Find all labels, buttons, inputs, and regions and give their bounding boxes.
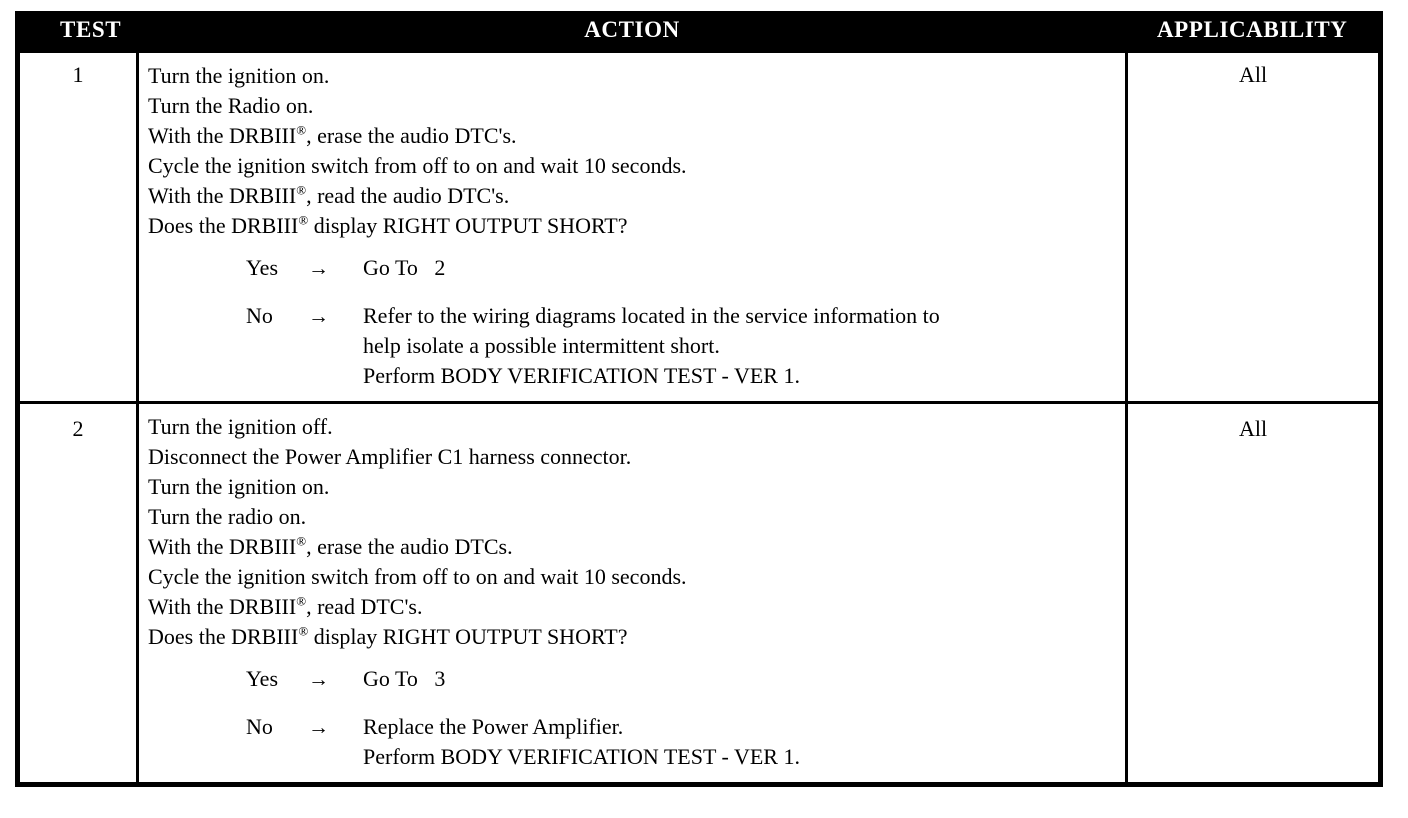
applicability-cell: All — [1126, 50, 1381, 403]
action-step: Does the DRBIII® display RIGHT OUTPUT SH… — [148, 623, 628, 649]
branch-line: Perform BODY VERIFICATION TEST - VER 1. — [363, 363, 800, 388]
column-header-applicability: APPLICABILITY — [1126, 11, 1381, 52]
applicability-cell: All — [1126, 401, 1381, 785]
action-cell: Turn the ignition off. Disconnect the Po… — [137, 401, 1128, 785]
branch-line: Go To 2 — [363, 255, 446, 280]
action-step: With the DRBIII®, read the audio DTC's. — [148, 182, 510, 208]
branch-line: Perform BODY VERIFICATION TEST - VER 1. — [363, 744, 800, 769]
action-step: Turn the ignition off. — [148, 414, 333, 439]
branch-label: Yes — [246, 255, 279, 280]
test-number-cell: 1 — [17, 50, 139, 403]
branch-body: Replace the Power Amplifier. Perform BOD… — [363, 712, 1125, 772]
action-step: Disconnect the Power Amplifier C1 harnes… — [148, 444, 632, 469]
registered-mark-icon: ® — [298, 623, 309, 639]
column-header-test: TEST — [17, 11, 138, 52]
registered-mark-icon: ® — [296, 122, 307, 138]
branch-body: Go To 2 — [363, 253, 1125, 283]
branch-body: Refer to the wiring diagrams located in … — [363, 301, 1125, 391]
registered-mark-icon: ® — [298, 212, 309, 228]
branch-no: No → Replace the Power Amplifier. Perfor… — [148, 712, 1125, 772]
branch-yes: Yes → Go To 2 — [148, 253, 1125, 283]
table-body: 1 Turn the ignition on. Turn the Radio o… — [17, 50, 1381, 785]
arrow-right-icon: → — [308, 256, 329, 280]
table-row: 1 Turn the ignition on. Turn the Radio o… — [17, 50, 1381, 403]
action-step: Cycle the ignition switch from off to on… — [148, 564, 687, 589]
action-step: Turn the Radio on. — [148, 93, 314, 118]
branch-label: Yes — [246, 666, 279, 691]
branch-line: Replace the Power Amplifier. — [363, 714, 624, 739]
action-cell: Turn the ignition on. Turn the Radio on.… — [137, 50, 1128, 403]
registered-mark-icon: ® — [296, 593, 307, 609]
table-header: TEST ACTION APPLICABILITY — [17, 11, 1381, 52]
branch-list: Yes → Go To 3 No → Replace the Power Amp… — [148, 664, 1125, 772]
branch-label: No — [246, 303, 273, 328]
action-step: Turn the ignition on. — [148, 63, 330, 88]
branch-line: Go To 3 — [363, 666, 446, 691]
action-step: With the DRBIII®, erase the audio DTCs. — [148, 533, 513, 559]
branch-no: No → Refer to the wiring diagrams locate… — [148, 301, 1125, 391]
arrow-right-icon: → — [308, 304, 329, 328]
action-step: Cycle the ignition switch from off to on… — [148, 153, 687, 178]
registered-mark-icon: ® — [296, 533, 307, 549]
test-number-cell: 2 — [17, 401, 139, 785]
registered-mark-icon: ® — [296, 182, 307, 198]
branch-line: help isolate a possible intermittent sho… — [363, 333, 720, 358]
action-step: Does the DRBIII® display RIGHT OUTPUT SH… — [148, 212, 628, 238]
branch-body: Go To 3 — [363, 664, 1125, 694]
branch-label: No — [246, 714, 273, 739]
action-step: With the DRBIII®, erase the audio DTC's. — [148, 122, 517, 148]
column-header-action: ACTION — [137, 11, 1127, 52]
arrow-right-icon: → — [308, 715, 329, 739]
diagnostic-procedure-table: TEST ACTION APPLICABILITY 1 Turn the ign… — [15, 11, 1383, 787]
arrow-right-icon: → — [308, 667, 329, 691]
table-header-row: TEST ACTION APPLICABILITY — [17, 11, 1381, 52]
action-step: With the DRBIII®, read DTC's. — [148, 593, 423, 619]
branch-yes: Yes → Go To 3 — [148, 664, 1125, 694]
branch-line: Refer to the wiring diagrams located in … — [363, 303, 940, 328]
table-row: 2 Turn the ignition off. Disconnect the … — [17, 401, 1381, 785]
action-step: Turn the radio on. — [148, 504, 307, 529]
branch-list: Yes → Go To 2 No → Refer to the wiring d… — [148, 253, 1125, 391]
action-step: Turn the ignition on. — [148, 474, 330, 499]
